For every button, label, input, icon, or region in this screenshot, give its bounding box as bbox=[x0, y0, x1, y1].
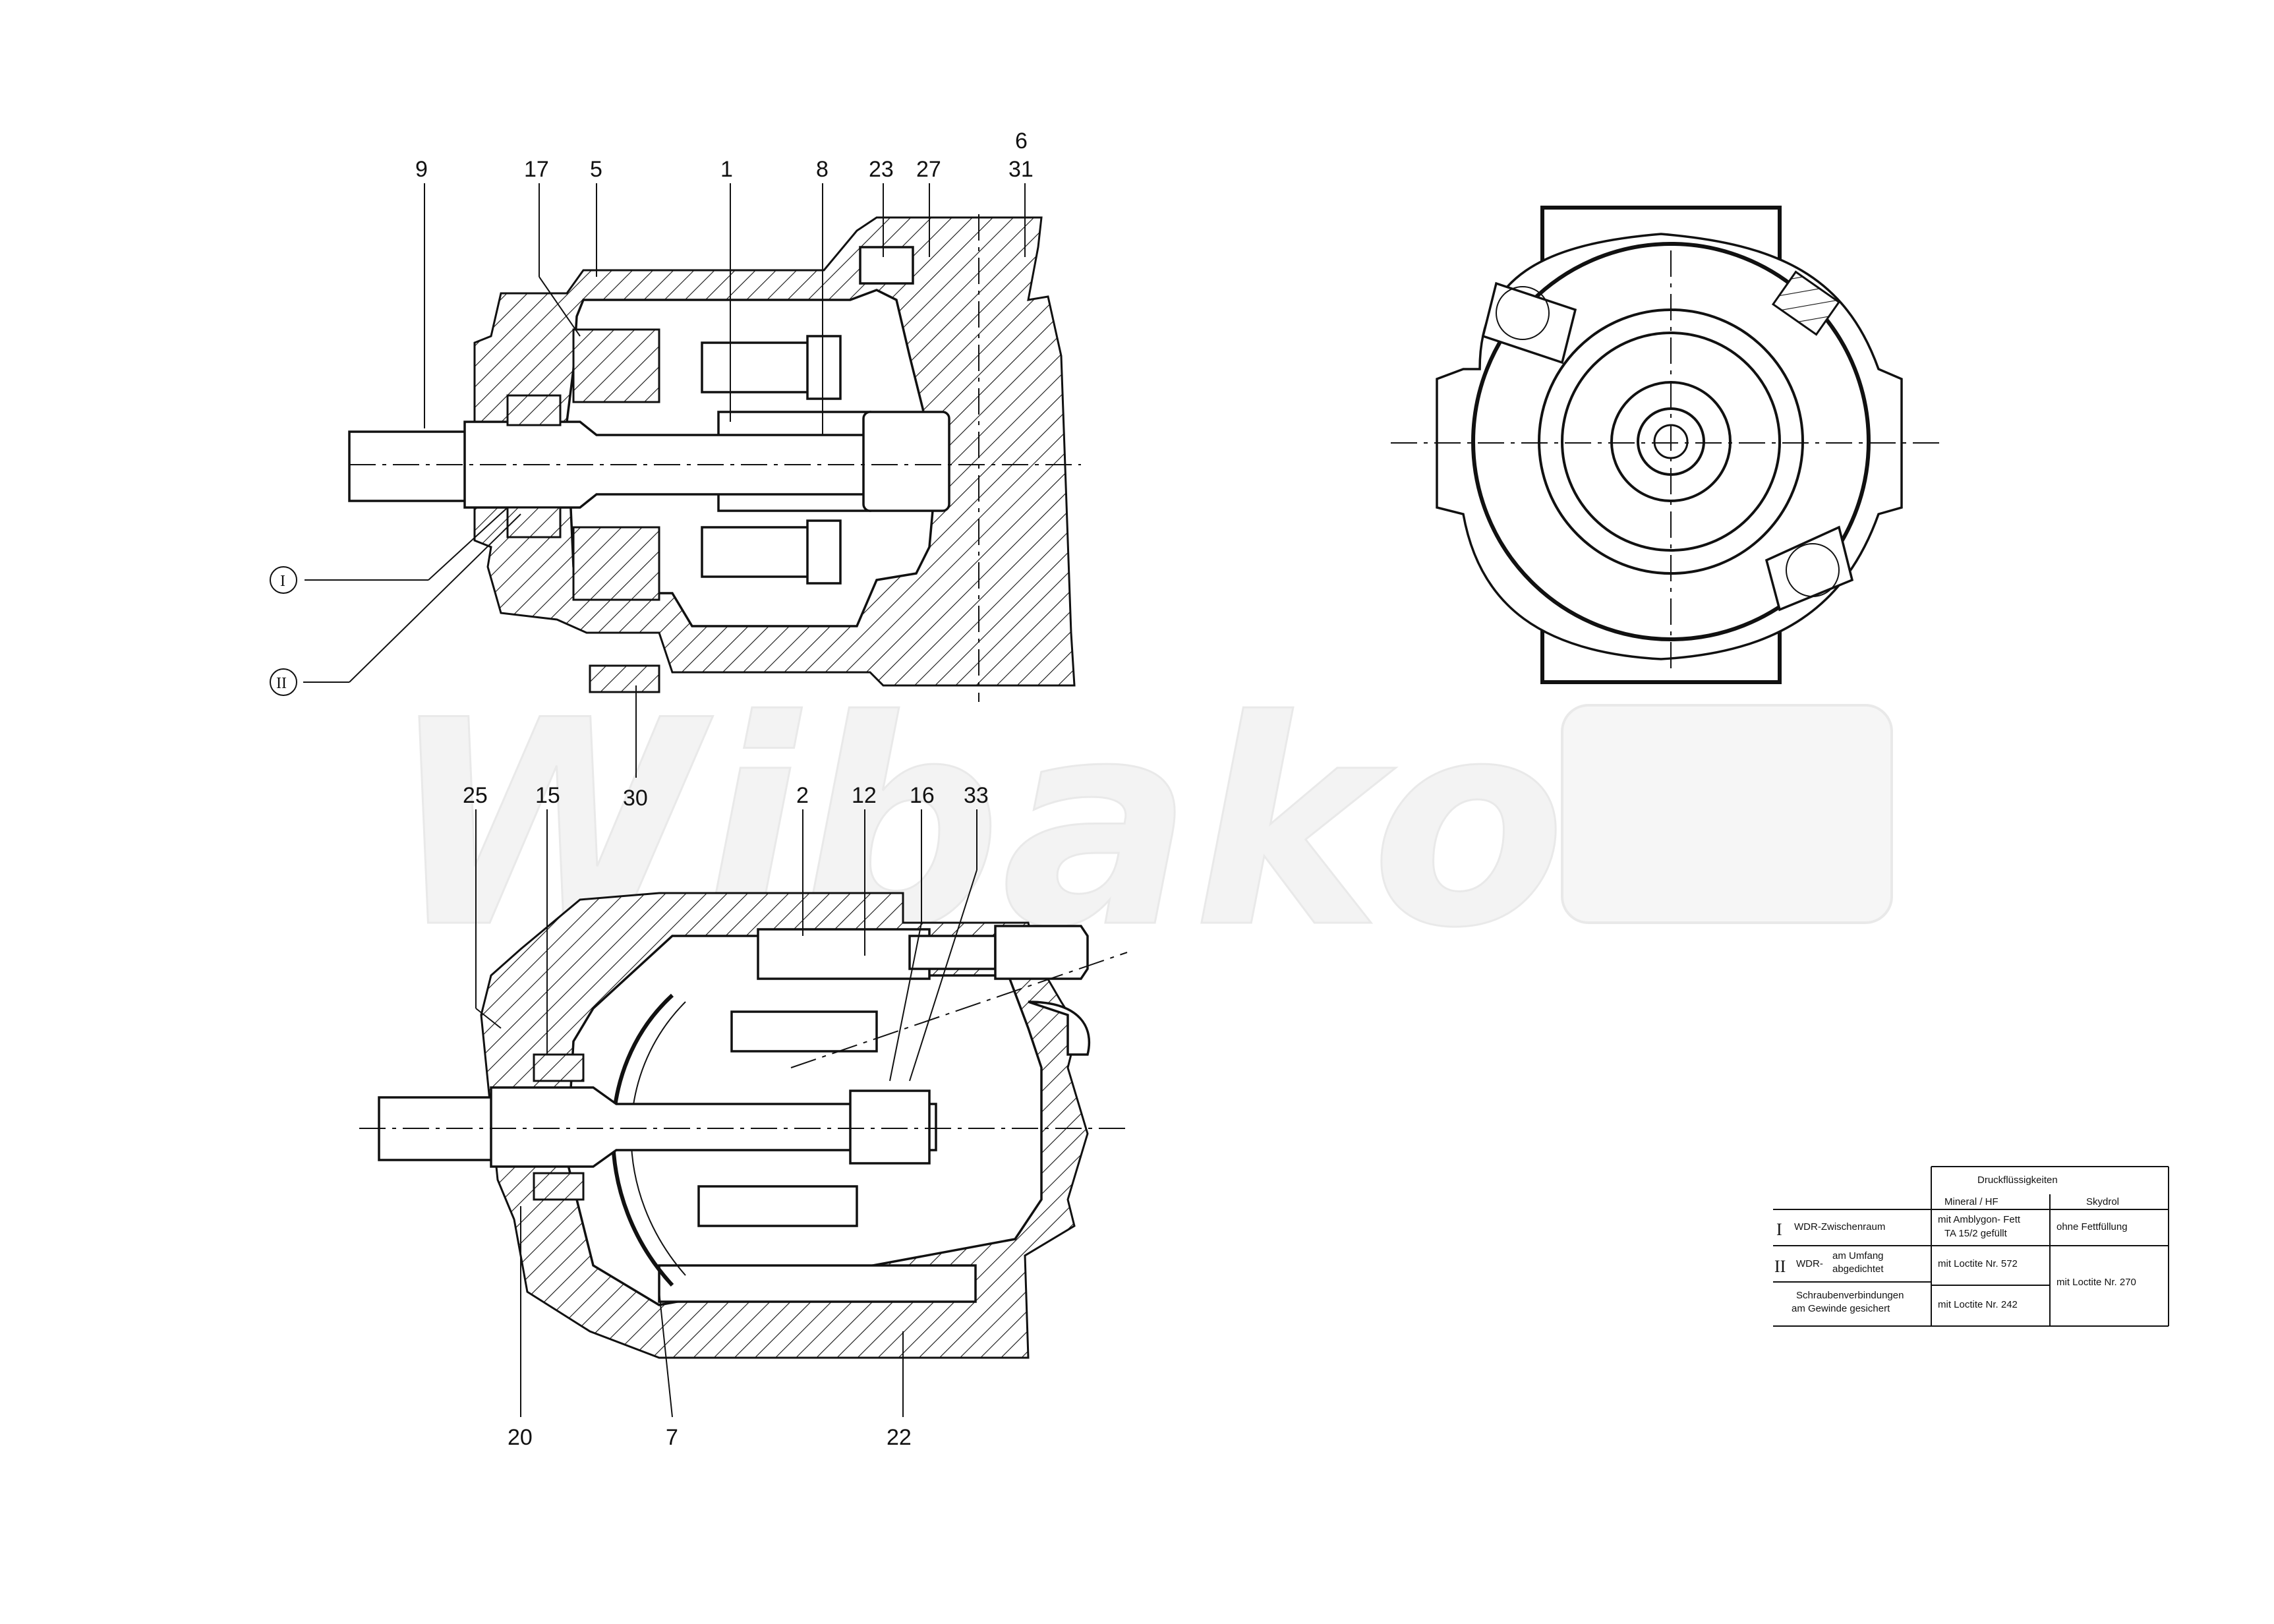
top-bearing-upper bbox=[506, 394, 562, 426]
bottom-control-rod bbox=[908, 935, 997, 970]
top-swash-lower bbox=[572, 526, 660, 601]
label-15: 15 bbox=[535, 783, 560, 808]
label-8: 8 bbox=[816, 157, 829, 182]
label-12: 12 bbox=[852, 783, 877, 808]
legend-row1-mineral-1: mit Amblygon- Fett bbox=[1938, 1214, 2021, 1225]
label-23: 23 bbox=[869, 157, 894, 182]
legend-row1-marker: I bbox=[1776, 1220, 1782, 1239]
top-swash-upper bbox=[572, 328, 660, 403]
top-drain-plug bbox=[589, 664, 660, 693]
label-31: 31 bbox=[1008, 157, 1034, 182]
label-16: 16 bbox=[910, 783, 935, 808]
top-leaders bbox=[303, 183, 1026, 778]
bottom-port-bend bbox=[1028, 1000, 1091, 1056]
legend-row2-label-1: am Umfang bbox=[1832, 1250, 1884, 1262]
bottom-piston-lower bbox=[697, 1185, 858, 1227]
label-27: 27 bbox=[916, 157, 941, 182]
top-port-cap bbox=[859, 246, 914, 285]
legend-row1-label: WDR-Zwischenraum bbox=[1794, 1221, 1885, 1232]
label-2: 2 bbox=[796, 783, 809, 808]
legend-header: Druckflüssigkeiten bbox=[1977, 1174, 2058, 1186]
bottom-bearing-lower bbox=[533, 1172, 585, 1201]
top-piston-lower-head bbox=[806, 519, 842, 585]
top-shaft-stub bbox=[348, 430, 469, 502]
top-section-view: 9 17 5 1 8 23 27 6 31 30 I II bbox=[270, 129, 1081, 811]
label-6: 6 bbox=[1015, 129, 1028, 154]
bottom-control-piston bbox=[757, 928, 931, 980]
label-17: 17 bbox=[524, 157, 549, 182]
label-5: 5 bbox=[590, 157, 602, 182]
legend-row3-mineral: mit Loctite Nr. 242 bbox=[1938, 1299, 2018, 1310]
top-shaft-end bbox=[862, 411, 950, 512]
legend-row3-skydrol: mit Loctite Nr. 270 bbox=[2056, 1277, 2136, 1288]
end-view-mount-lobe-tl bbox=[1481, 281, 1577, 364]
legend-row3-label-2: am Gewinde gesichert bbox=[1792, 1303, 1890, 1314]
legend-col-mineral: Mineral / HF bbox=[1944, 1196, 1998, 1207]
legend-row1-skydrol: ohne Fettfüllung bbox=[2056, 1221, 2128, 1232]
bottom-fitting bbox=[994, 925, 1089, 980]
svg-text:I: I bbox=[280, 573, 285, 590]
legend-row2-mineral: mit Loctite Nr. 572 bbox=[1938, 1258, 2018, 1269]
label-30: 30 bbox=[623, 786, 648, 811]
end-view-mount-hole-br bbox=[1786, 543, 1840, 597]
legend-row3-label-1: Schraubenverbindungen bbox=[1796, 1290, 1904, 1301]
label-20: 20 bbox=[508, 1425, 533, 1450]
top-piston-upper-head bbox=[806, 335, 842, 400]
legend-row2-label-2: abgedichtet bbox=[1832, 1263, 1884, 1275]
bottom-section-view: 25 15 2 12 16 33 20 7 22 bbox=[359, 783, 1128, 1450]
label-22: 22 bbox=[887, 1425, 912, 1450]
watermark-logo-box bbox=[1561, 704, 1893, 924]
legend-row2-marker: II bbox=[1774, 1257, 1786, 1276]
marker-II: II bbox=[270, 668, 297, 696]
end-view-outer-ring bbox=[1471, 242, 1871, 641]
label-9: 9 bbox=[415, 157, 428, 182]
bottom-piston-upper bbox=[730, 1010, 878, 1053]
bottom-adjust-piston bbox=[658, 1264, 977, 1303]
label-25: 25 bbox=[463, 783, 488, 808]
legend-col-skydrol: Skydrol bbox=[2086, 1196, 2119, 1207]
svg-text:II: II bbox=[276, 675, 287, 692]
end-view bbox=[1391, 206, 1944, 684]
label-1: 1 bbox=[720, 157, 733, 182]
bottom-leaders bbox=[475, 809, 977, 1418]
label-33: 33 bbox=[964, 783, 989, 808]
legend-row1-mineral-2: TA 15/2 gefüllt bbox=[1944, 1228, 2008, 1239]
marker-I: I bbox=[270, 566, 297, 594]
bottom-center-line-diag bbox=[790, 952, 1128, 1068]
end-view-port bbox=[1771, 270, 1841, 336]
label-7: 7 bbox=[666, 1425, 678, 1450]
bottom-shaft bbox=[490, 1086, 937, 1168]
bottom-valve-plate bbox=[849, 1089, 931, 1165]
top-bearing-lower bbox=[506, 506, 562, 538]
legend-table: Druckflüssigkeiten Mineral / HF Skydrol … bbox=[1773, 1166, 2169, 1327]
end-view-mount-lobe-br bbox=[1764, 525, 1854, 612]
legend-row2-prefix: WDR- bbox=[1796, 1258, 1823, 1269]
end-view-mount-hole-tl bbox=[1496, 286, 1550, 340]
bottom-bearing-upper bbox=[533, 1053, 585, 1082]
end-view-hub-ring-inner bbox=[1561, 332, 1781, 552]
